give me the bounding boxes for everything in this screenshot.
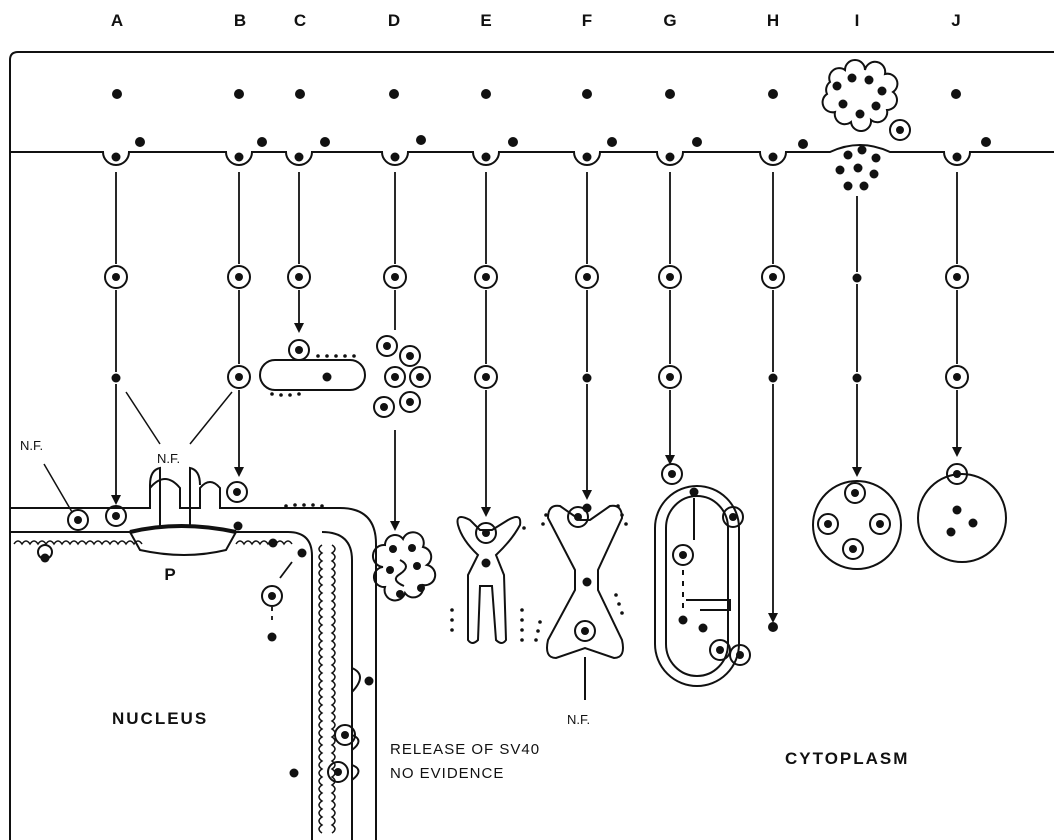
extracellular-virions	[112, 89, 991, 149]
release-label-line2: NO EVIDENCE	[390, 765, 504, 782]
nf-label-center: N.F.	[157, 451, 180, 466]
membrane-pits	[112, 153, 962, 162]
plasma-membrane	[10, 145, 1054, 165]
nucleus-label: NUCLEUS	[112, 709, 208, 728]
pore-label: P	[164, 565, 175, 584]
column-g-body	[655, 464, 750, 686]
column-label-c: C	[294, 11, 306, 30]
virion-cluster-i	[823, 60, 910, 191]
column-label-i: I	[855, 11, 860, 30]
release-label-line1: RELEASE OF SV40	[390, 741, 540, 758]
chromatin-border	[14, 541, 335, 833]
column-label-e: E	[480, 11, 491, 30]
column-label-b: B	[234, 11, 246, 30]
column-label-h: H	[767, 11, 779, 30]
column-e-chromosome	[450, 517, 526, 643]
column-h-free-virion	[768, 622, 778, 632]
column-d-clusters	[373, 336, 435, 600]
cytoplasm-label: CYTOPLASM	[785, 749, 909, 768]
nf-label-a: N.F.	[20, 438, 43, 453]
column-label-j: J	[951, 11, 960, 30]
pathway-lines	[116, 172, 957, 618]
nf-label-f: N.F.	[567, 712, 590, 727]
column-label-g: G	[663, 11, 676, 30]
column-label-a: A	[111, 11, 123, 30]
column-c-body	[260, 340, 365, 397]
vesicles	[105, 266, 968, 388]
column-f-chromosome	[534, 504, 628, 701]
nf-pointers	[44, 392, 232, 512]
column-labels: A B C D E F G H I J	[111, 11, 961, 30]
vacuoles	[813, 464, 1006, 569]
column-label-d: D	[388, 11, 400, 30]
column-label-f: F	[582, 11, 592, 30]
